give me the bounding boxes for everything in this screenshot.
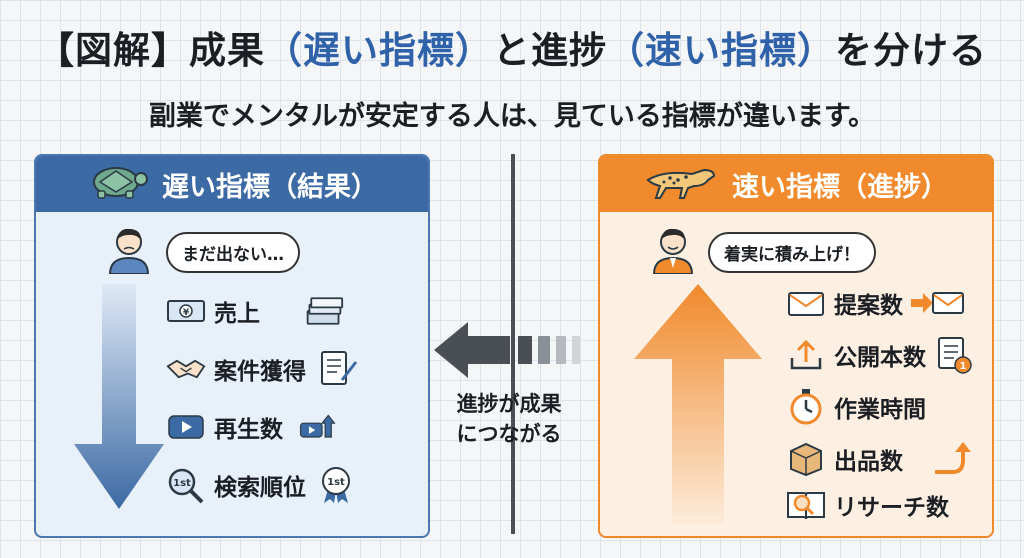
- center-label-line2: につながる: [456, 422, 562, 446]
- fast-panel-header: 速い指標（進捗）: [600, 156, 992, 212]
- title-mid: と進捗: [493, 29, 607, 72]
- search-rank-icon: 1st: [166, 467, 206, 504]
- center-label: 進捗が成果 につながる: [434, 389, 584, 449]
- slow-panel-title: 遅い指標（結果）: [162, 171, 378, 203]
- title-fast: （速い指標）: [607, 29, 835, 72]
- slow-item-views: 再生数: [166, 409, 339, 445]
- fast-indicator-panel: 速い指標（進捗） 着実に積み上げ！ 提案数: [598, 154, 994, 538]
- confident-person-avatar: [650, 224, 696, 275]
- slow-item-search-rank: 1st 検索順位 1st: [166, 467, 356, 504]
- handshake-icon: [166, 351, 206, 387]
- title-prefix: 【図解】成果: [37, 29, 265, 72]
- stopwatch-icon: [786, 389, 826, 425]
- slow-item-sales: ¥ 売上: [166, 293, 344, 329]
- title-suffix: を分ける: [835, 29, 987, 72]
- fast-item-research: リサーチ数: [786, 487, 949, 523]
- award-badge-icon: 1st: [316, 467, 356, 503]
- slow-item-label: 案件獲得: [214, 359, 306, 385]
- slow-item-label: 売上: [214, 301, 260, 327]
- award-badge-text: 1st: [327, 477, 345, 488]
- fast-panel-title: 速い指標（進捗）: [732, 171, 948, 203]
- slow-panel-header: 遅い指標（結果）: [36, 156, 428, 212]
- center-divider: [511, 154, 515, 534]
- svg-text:¥: ¥: [183, 308, 190, 318]
- slow-item-deals: 案件獲得: [166, 351, 358, 387]
- upload-icon: [786, 337, 826, 373]
- rank-badge-text: 1st: [173, 478, 191, 489]
- slow-item-label: 検索順位: [214, 475, 306, 501]
- page-subtitle: 副業でメンタルが安定する人は、見ている指標が違います。: [148, 101, 876, 132]
- cheetah-icon: [644, 162, 720, 207]
- box-icon: [786, 441, 826, 477]
- fast-item-proposals: 提案数: [786, 285, 965, 321]
- fast-item-label: 出品数: [834, 449, 903, 475]
- title-slow: （遅い指標）: [265, 29, 493, 72]
- fast-item-label: 公開本数: [834, 345, 926, 371]
- fast-item-listings: 出品数: [786, 441, 973, 477]
- up-arrow: [634, 284, 762, 528]
- fast-speech-bubble: 着実に積み上げ！: [708, 232, 876, 273]
- left-arrow: [434, 320, 594, 384]
- fast-item-label: 作業時間: [834, 397, 926, 423]
- contract-icon: [318, 351, 358, 387]
- fast-item-work-hours: 作業時間: [786, 389, 926, 425]
- worried-person-avatar: [106, 224, 152, 275]
- turtle-icon: [86, 162, 150, 207]
- slow-item-label: 再生数: [214, 417, 283, 443]
- mail-icon: [786, 285, 826, 321]
- fast-item-label: リサーチ数: [834, 495, 949, 521]
- money-icon: ¥: [166, 293, 206, 329]
- play-growth-icon: [299, 409, 339, 445]
- page-title: 【図解】成果（遅い指標）と進捗（速い指標）を分ける: [0, 20, 1024, 74]
- fast-item-label: 提案数: [834, 293, 903, 319]
- doc-badge-text: 1: [960, 361, 967, 372]
- book-search-icon: [786, 487, 826, 523]
- document-count-icon: 1: [934, 337, 974, 374]
- slow-speech-bubble: まだ出ない…: [166, 232, 300, 273]
- mail-send-icon: [911, 285, 965, 321]
- fast-item-publications: 公開本数 1: [786, 337, 974, 374]
- play-icon: [166, 409, 206, 445]
- rising-arrow-icon: [933, 441, 973, 477]
- cash-stack-icon: [304, 293, 344, 329]
- slow-indicator-panel: 遅い指標（結果） まだ出ない… ¥ 売上: [34, 154, 430, 538]
- center-label-line1: 進捗が成果: [456, 392, 562, 416]
- down-arrow: [74, 284, 164, 518]
